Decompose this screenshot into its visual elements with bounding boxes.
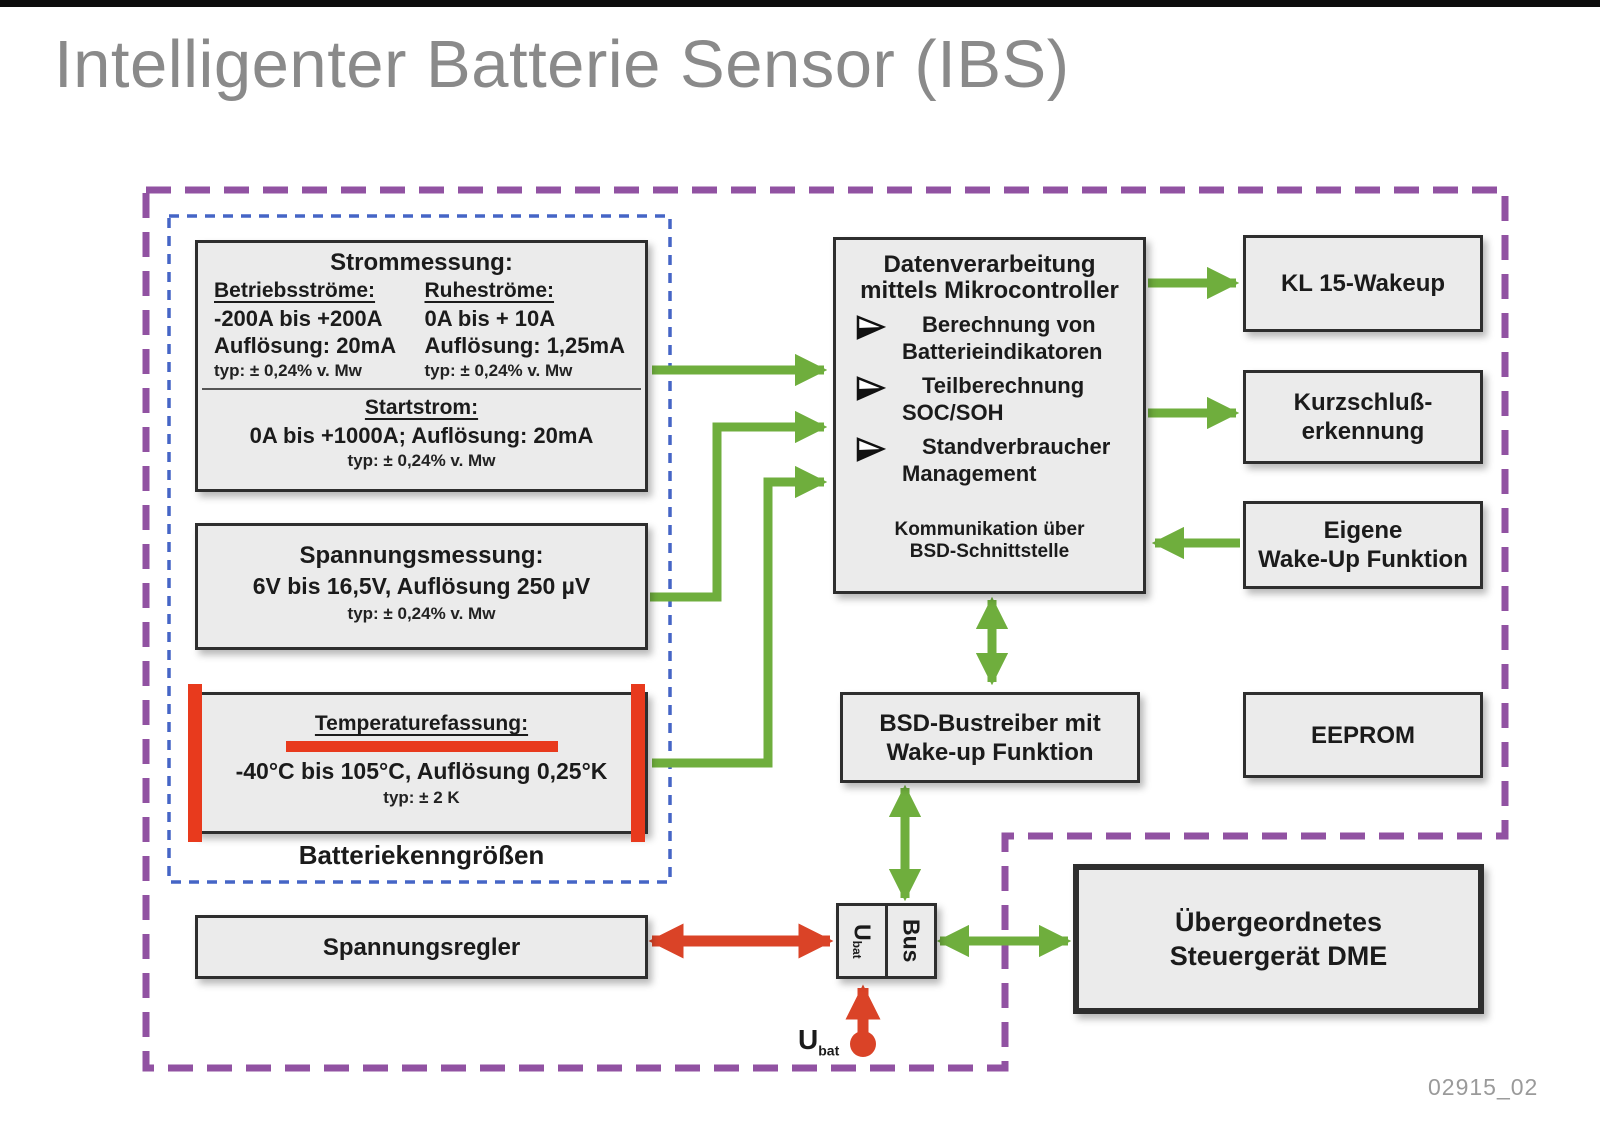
dme-steuergeraet-box: Übergeordnetes Steuergerät DME [1073, 864, 1484, 1014]
bus-pin-label: Bus [898, 919, 925, 963]
eigene-wakeup-line2: Wake-Up Funktion [1258, 546, 1468, 573]
bsd-bustreiber-line2: Wake-up Funktion [886, 738, 1094, 766]
arrowhead-bullet-icon [856, 437, 887, 468]
dme-line1: Übergeordnetes [1174, 907, 1383, 937]
bullet-berechnung-line1: Berechnung von [922, 312, 1096, 337]
bullet-berechnung-line2: Batterieindikatoren [902, 339, 1103, 364]
ubat-terminal-dot [850, 1031, 876, 1057]
arrow-spannungsmessung-to-mikrocontroller [650, 410, 828, 602]
bullet-standverbraucher-line1: Standverbraucher [922, 434, 1111, 459]
strommessung-title: Strommessung: [330, 249, 513, 276]
datenverarbeitung-box: Datenverarbeitung mittels Mikrocontrolle… [833, 237, 1146, 594]
bsd-kommunikation-note: Kommunikation über BSD-Schnittstelle [836, 519, 1143, 563]
eeprom-label: EEPROM [1310, 721, 1415, 749]
strommessung-box: Strommessung: Betriebsströme: -200A bis … [195, 240, 648, 492]
bsd-kommunikation-line1: Kommunikation über [894, 519, 1085, 540]
betriebsstroeme-range: -200A bis +200A [214, 306, 383, 331]
arrowhead-bullet-icon [856, 315, 887, 346]
bus-pin-cell: Bus [888, 906, 934, 976]
ruhestroeme-range: 0A bis + 10A [424, 306, 556, 331]
ruhestroeme-typ: typ: ± 0,24% v. Mw [424, 361, 573, 380]
bsd-bustreiber-line1: BSD-Bustreiber mit [879, 709, 1101, 737]
ruhestroeme-resolution: Auflösung: 1,25mA [424, 333, 625, 358]
page-title: Intelligenter Batterie Sensor (IBS) [54, 27, 1070, 102]
arrow-temperatur-to-mikrocontroller [652, 465, 828, 768]
temperaturerfassung-box: Temperaturefassung: -40°C bis 105°C, Auf… [195, 692, 648, 834]
spannungsmessung-range: 6V bis 16,5V, Auflösung 250 µV [252, 573, 591, 599]
arrowhead-bullet-icon [856, 376, 887, 407]
red-highlight-bar-right [631, 684, 645, 842]
dme-line2: Steuergerät DME [1169, 941, 1388, 971]
betriebsstroeme-heading: Betriebsströme: [214, 279, 376, 302]
temperaturerfassung-title: Temperaturefassung: [314, 712, 529, 735]
startstrom-typ: typ: ± 0,24% v. Mw [347, 451, 496, 470]
kl15-wakeup-box: KL 15-Wakeup [1243, 235, 1483, 332]
kurzschlusserkennung-box: Kurzschluß- erkennung [1243, 370, 1483, 464]
eeprom-box: EEPROM [1243, 692, 1483, 778]
startstrom-range: 0A bis +1000A; Auflösung: 20mA [249, 423, 594, 448]
datenverarbeitung-title-line1: Datenverarbeitung [883, 251, 1096, 278]
connector-cell-divider [885, 906, 888, 976]
betriebsstroeme-resolution: Auflösung: 20mA [214, 333, 397, 358]
bullet-teilberechnung-line2: SOC/SOH [902, 400, 1004, 425]
ubat-bus-connector-box: Ubat Bus [836, 903, 937, 979]
spannungsmessung-typ: typ: ± 0,24% v. Mw [347, 604, 496, 623]
kurzschluss-line1: Kurzschluß- [1293, 389, 1433, 416]
startstrom-section: Startstrom: 0A bis +1000A; Auflösung: 20… [198, 394, 645, 473]
betriebsstroeme-column: Betriebsströme: -200A bis +200A Auflösun… [214, 277, 425, 383]
bullet-standverbraucher-line2: Management [902, 461, 1037, 486]
spannungsmessung-box: Spannungsmessung: 6V bis 16,5V, Auflösun… [195, 523, 648, 650]
ubat-pin-cell: Ubat [839, 906, 885, 976]
betriebsstroeme-typ: typ: ± 0,24% v. Mw [214, 361, 362, 380]
datenverarbeitung-title-line2: mittels Mikrocontroller [860, 277, 1119, 304]
ruhestroeme-column: Ruheströme: 0A bis + 10A Auflösung: 1,25… [425, 277, 636, 383]
temperaturerfassung-range: -40°C bis 105°C, Auflösung 0,25°K [235, 758, 608, 784]
ruhestroeme-heading: Ruheströme: [424, 279, 555, 302]
bullet-teilberechnung: Teilberechnung SOC/SOH [836, 372, 1143, 426]
spannungsregler-box: Spannungsregler [195, 915, 648, 979]
top-black-strip [0, 0, 1600, 7]
spannungsmessung-title: Spannungsmessung: [299, 542, 544, 569]
ubat-pin-label: Ubat [849, 923, 876, 959]
batteriekenngroessen-label: Batteriekenngrößen [298, 840, 545, 870]
kurzschluss-line2: erkennung [1301, 418, 1425, 445]
bullet-standverbraucher: Standverbraucher Management [836, 433, 1143, 487]
bsd-bustreiber-box: BSD-Bustreiber mit Wake-up Funktion [840, 692, 1140, 783]
eigene-wakeup-box: Eigene Wake-Up Funktion [1243, 501, 1483, 589]
spannungsregler-label: Spannungsregler [322, 933, 521, 961]
startstrom-heading: Startstrom: [364, 396, 479, 419]
red-highlight-underline [285, 741, 558, 752]
figure-id-label: 02915_02 [1428, 1074, 1539, 1100]
kl15-wakeup-label: KL 15-Wakeup [1280, 270, 1446, 297]
bsd-kommunikation-line2: BSD-Schnittstelle [909, 541, 1070, 562]
strommessung-divider [202, 388, 641, 390]
bullet-teilberechnung-line1: Teilberechnung [922, 373, 1085, 398]
bullet-berechnung: Berechnung von Batterieindikatoren [836, 311, 1143, 365]
eigene-wakeup-line1: Eigene [1323, 517, 1403, 544]
red-highlight-bar-left [188, 684, 202, 842]
temperaturerfassung-typ: typ: ± 2 K [383, 788, 460, 807]
ubat-source-label: Ubat [798, 1024, 840, 1059]
